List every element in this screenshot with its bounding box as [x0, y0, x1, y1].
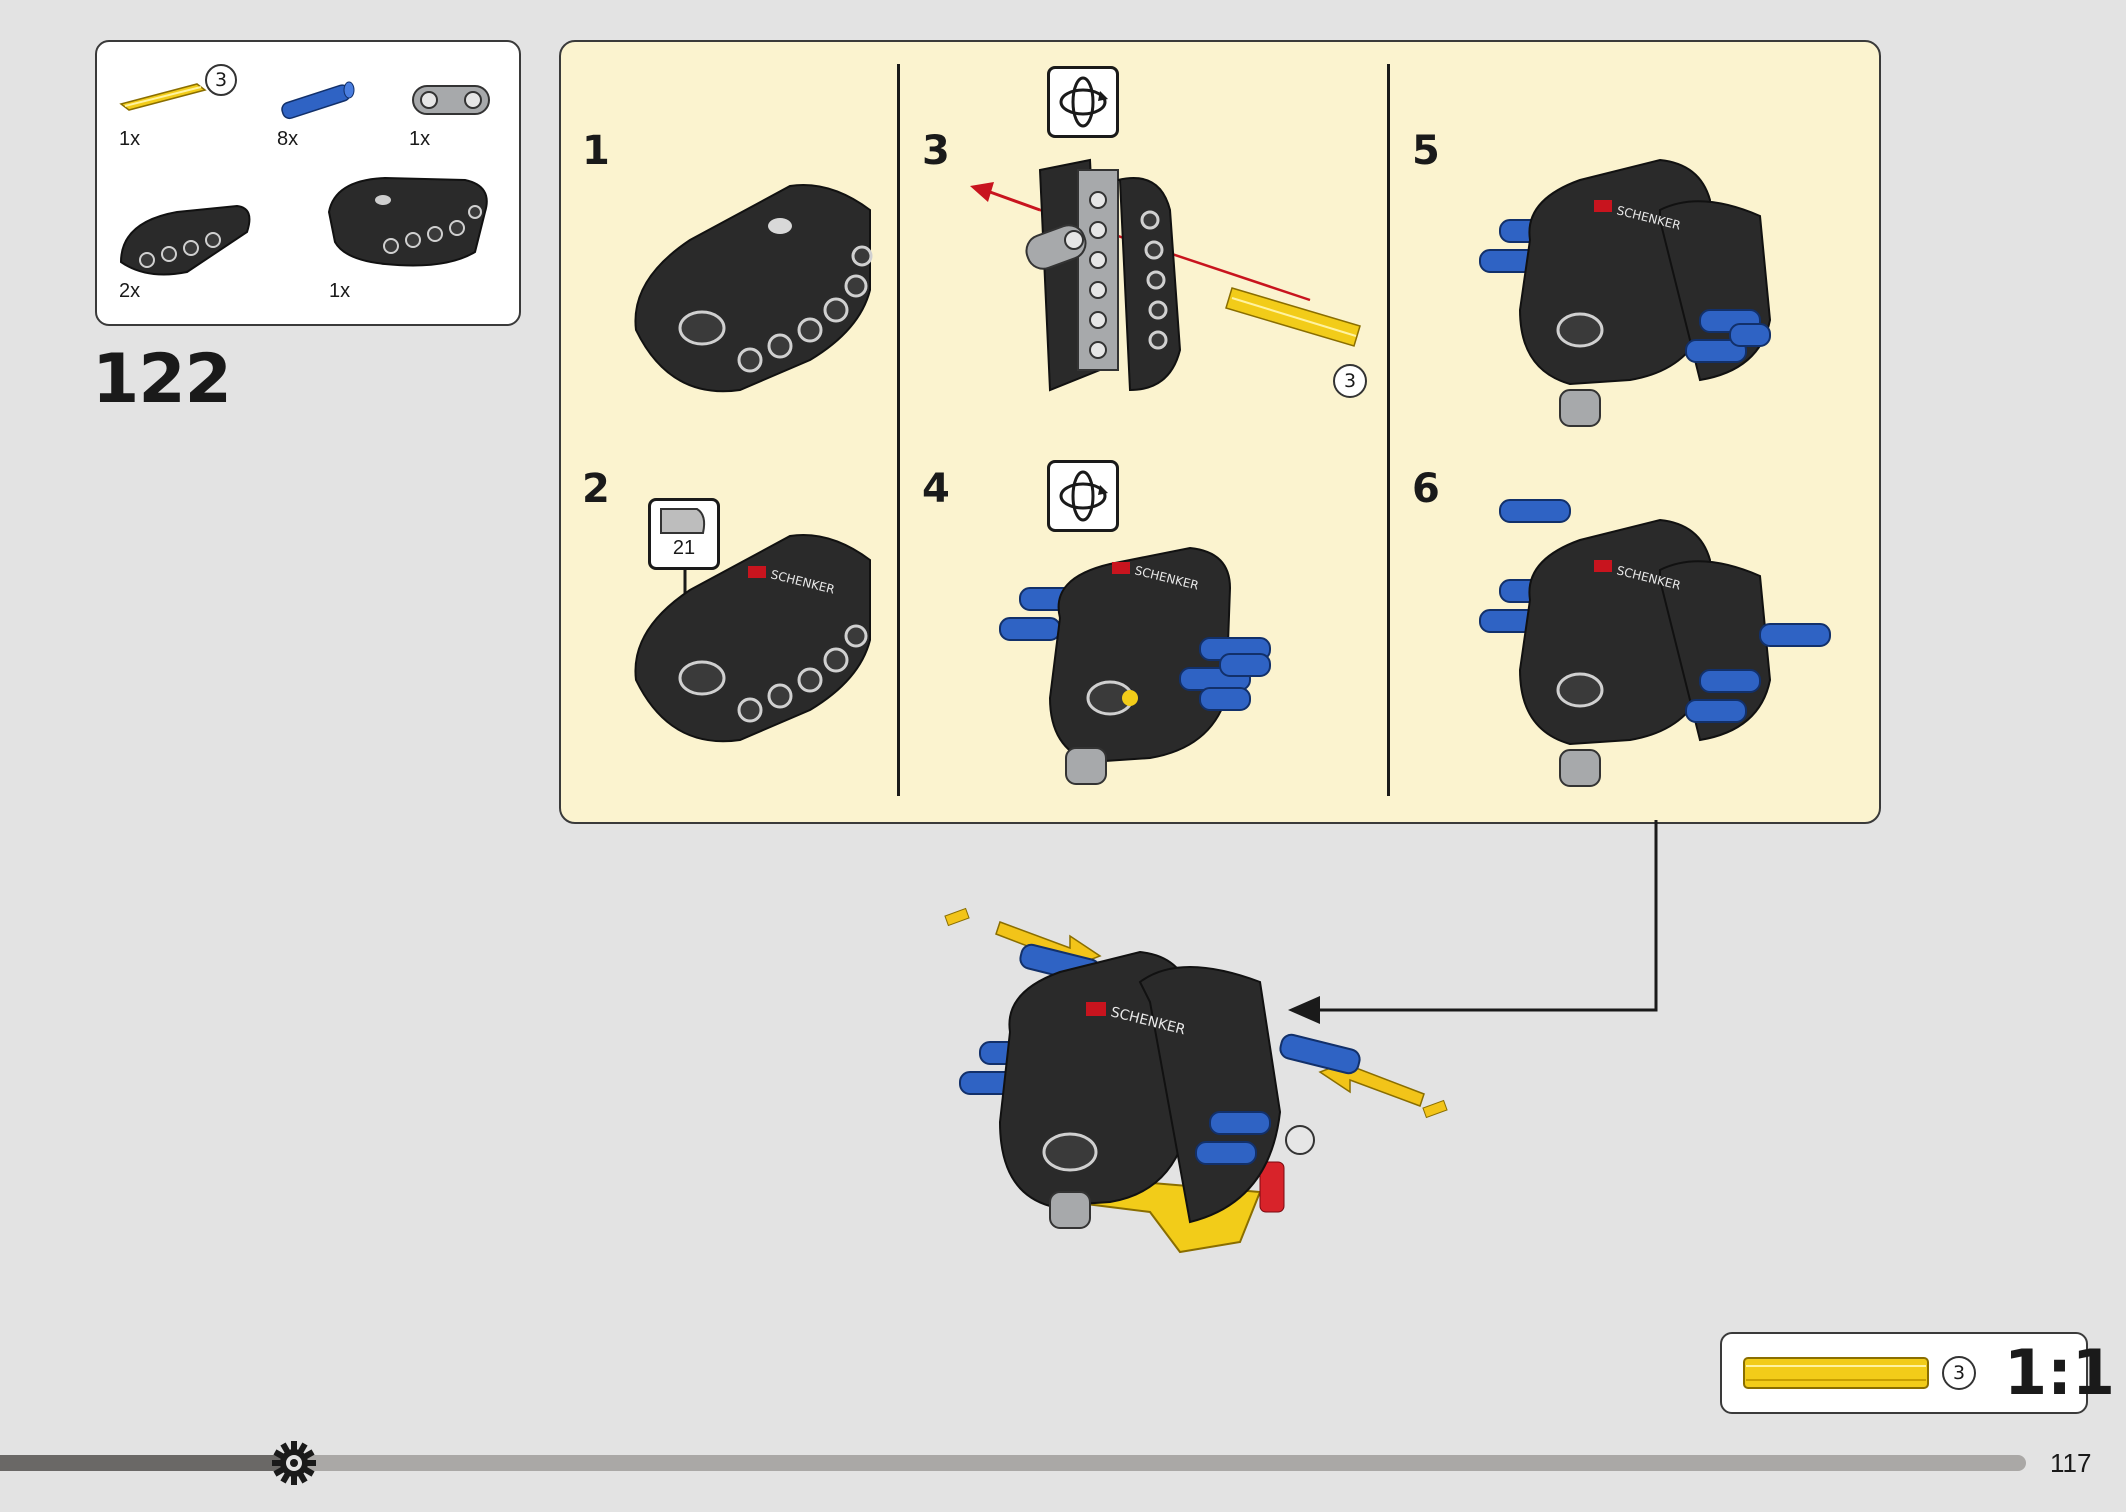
black-panel-large-part	[327, 176, 488, 267]
substep-2-model: SCHENKER	[634, 534, 871, 743]
parts-list-callout: 3 1x 8x 1x 2x 1x	[95, 40, 521, 326]
axle-scale-bar	[1743, 1357, 1929, 1389]
qty-black-panel-curved: 2x	[119, 280, 141, 302]
substep-number: 3	[922, 128, 950, 174]
grey-connector-part	[412, 85, 490, 115]
sticker-number: 21	[672, 537, 696, 559]
substep-number: 2	[582, 466, 610, 512]
substep-3-model	[970, 158, 1361, 392]
substep-divider	[897, 64, 900, 796]
sticker-callout: 21	[648, 498, 720, 570]
axle-length-callout: 3	[1333, 364, 1367, 398]
qty-yellow-axle: 1x	[119, 128, 141, 150]
page-number: 117	[2050, 1448, 2092, 1478]
main-assembly-model: SCHENKER	[944, 907, 1448, 1254]
blue-pin-part	[281, 81, 355, 120]
substep-number: 5	[1412, 128, 1440, 174]
gear-icon	[272, 1441, 316, 1485]
substep-1-model	[634, 184, 873, 393]
progress-fill	[0, 1455, 294, 1471]
substep-4-model: SCHENKER	[999, 546, 1271, 785]
scale-ratio: 1:1	[2004, 1336, 2116, 1409]
substep-5-model: SCHENKER	[1479, 158, 1772, 427]
substep-6-model: SCHENKER	[1479, 499, 1831, 787]
rotate-arrows-icon	[1059, 470, 1108, 522]
rotate-model-icon	[1047, 460, 1119, 532]
scale-indicator: 3 1:1	[1720, 1332, 2115, 1414]
rotate-model-icon	[1047, 66, 1119, 138]
attach-arrow	[1288, 820, 1658, 1024]
progress-track	[0, 1455, 2026, 1471]
axle-length-callout: 3	[205, 64, 237, 96]
substep-number: 1	[582, 128, 610, 174]
yellow-axle-part	[119, 83, 207, 111]
qty-grey-connector: 1x	[409, 128, 431, 150]
substep-number: 4	[922, 466, 950, 512]
scale-length-callout: 3	[1942, 1356, 1976, 1390]
substep-number: 6	[1412, 466, 1440, 512]
qty-black-panel-large: 1x	[329, 280, 351, 302]
qty-blue-pin: 8x	[277, 128, 299, 150]
rotate-arrows-icon	[1059, 76, 1108, 128]
substep-divider	[1387, 64, 1390, 796]
sticker-icon	[660, 508, 706, 534]
step-number: 122	[92, 340, 232, 419]
black-panel-curved-part	[119, 204, 251, 276]
